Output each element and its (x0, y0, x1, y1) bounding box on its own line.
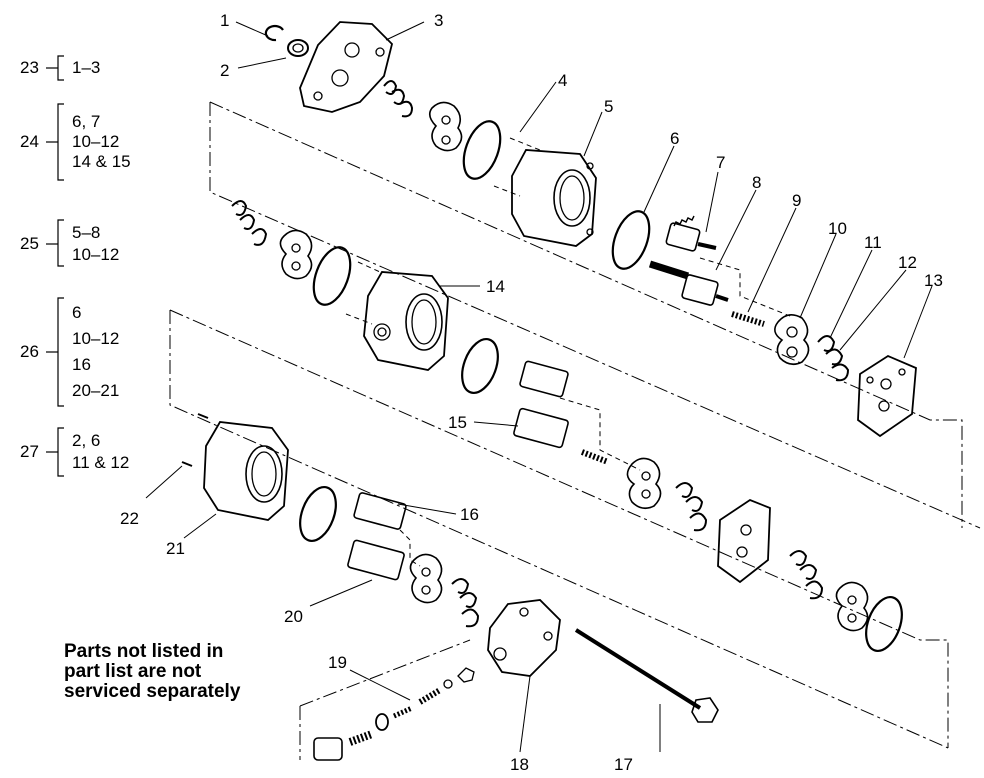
kit-items: 6 10–12 16 20–21 (72, 300, 119, 404)
center-section-housing (363, 271, 449, 371)
callout-7: 7 (716, 153, 725, 172)
callout-11: 11 (864, 233, 882, 252)
gear-pair-center (513, 360, 569, 449)
callout-22: 22 (120, 509, 139, 528)
drive-gear-shaft (648, 260, 729, 306)
o-ring-rear-housing (299, 486, 337, 542)
kit-items: 6, 7 10–12 14 & 15 (72, 112, 131, 172)
callout-12: 12 (898, 253, 917, 272)
o-ring-housing-front (611, 210, 651, 270)
callout-16: 16 (460, 505, 479, 524)
relief-valve-assembly (313, 667, 475, 761)
port-end-cover (487, 599, 561, 677)
callout-3: 3 (434, 11, 443, 30)
seal-ring-upper (383, 80, 414, 118)
pocket-seal-center (626, 457, 662, 510)
seal-ring-rear (789, 550, 824, 600)
kit-item: 5–8 (72, 223, 101, 242)
callout-19: 19 (328, 653, 347, 672)
kit-item: 20–21 (72, 381, 120, 400)
retaining-ring (264, 24, 284, 42)
backup-seal (817, 335, 850, 382)
o-ring-center (461, 338, 499, 394)
shaft-alignment-lines (345, 137, 791, 567)
pocket-seal-rear-section (409, 553, 443, 604)
callout-13: 13 (924, 271, 943, 290)
callout-10: 10 (828, 219, 847, 238)
mounting-flange (299, 21, 393, 113)
service-note-line: Parts not listed in (64, 641, 224, 662)
callout-2: 2 (220, 61, 229, 80)
kit-item: 6 (72, 303, 82, 322)
callout-8: 8 (752, 173, 761, 192)
callout-leader-lines (145, 21, 933, 753)
callout-17: 17 (614, 755, 633, 774)
dowel-pins (181, 413, 209, 467)
callout-4: 4 (558, 71, 567, 90)
kit-items: 1–3 (72, 58, 100, 78)
pocket-seal-mid (279, 229, 313, 280)
kit-item: 16 (72, 355, 91, 374)
assembly-guide-lines (169, 101, 981, 760)
kit-item: 6, 7 (72, 112, 101, 131)
gear-housing-front (511, 149, 597, 247)
service-note-line: part list are not (64, 661, 202, 682)
o-ring-mid (312, 246, 352, 306)
kit-number: 23 (20, 58, 39, 77)
kit-items: 5–8 10–12 (72, 222, 119, 266)
kit-item: 14 & 15 (72, 152, 131, 171)
kit-number: 24 (20, 132, 39, 151)
idler-gear (665, 215, 717, 252)
kit-items: 2, 6 11 & 12 (72, 430, 129, 474)
callout-14: 14 (486, 277, 505, 296)
rear-gear-pair (347, 492, 407, 581)
callout-6: 6 (670, 129, 679, 148)
o-ring-rear (865, 596, 903, 652)
pocket-seal-upper (428, 101, 463, 152)
spring-center (580, 449, 610, 465)
pocket-seal (774, 314, 810, 366)
kit-item: 10–12 (72, 329, 120, 348)
kit-item: 10–12 (72, 245, 120, 264)
callout-21: 21 (166, 539, 185, 558)
kit-brackets (46, 55, 64, 477)
seal-ring-center (675, 482, 708, 532)
kit-item: 2, 6 (72, 431, 101, 450)
service-note: Parts not listed in part list are not se… (64, 642, 284, 702)
kit-number: 25 (20, 234, 39, 253)
center-plate (717, 498, 771, 584)
service-note-line: serviced separately (64, 681, 241, 702)
end-cover (857, 354, 917, 438)
pocket-seal-rear (835, 581, 869, 632)
callout-1: 1 (220, 11, 229, 30)
o-ring-upper (462, 120, 502, 180)
through-bolt (574, 628, 719, 723)
shaft-seal (287, 39, 309, 57)
kit-number: 26 (20, 342, 39, 361)
callout-9: 9 (792, 191, 801, 210)
callout-numbers: 1 2 3 4 5 6 7 8 9 10 11 12 13 14 15 16 1… (120, 11, 943, 774)
rear-gear-housing (203, 421, 289, 521)
kit-number: 27 (20, 442, 39, 461)
callout-15: 15 (448, 413, 467, 432)
relief-spring (731, 311, 765, 327)
callout-5: 5 (604, 97, 613, 116)
kit-item: 10–12 (72, 132, 120, 151)
seal-ring-mid (231, 200, 268, 246)
kit-item: 11 & 12 (72, 453, 130, 472)
callout-18: 18 (510, 755, 529, 774)
seal-ring-rear-section (451, 578, 480, 628)
callout-20: 20 (284, 607, 303, 626)
kit-item: 1–3 (72, 58, 101, 77)
